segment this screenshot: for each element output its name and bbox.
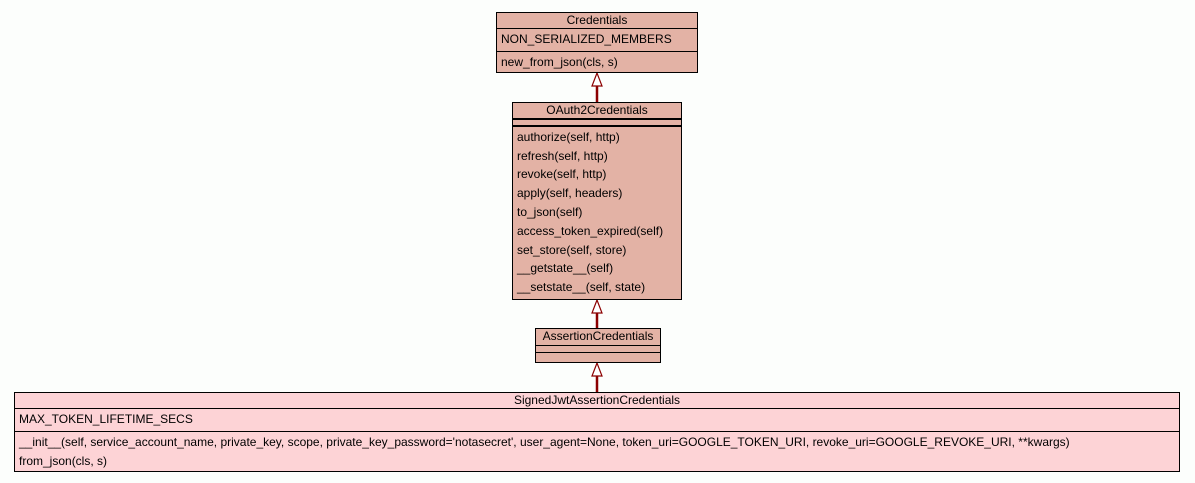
- edge-oauth2-to-credentials: [591, 71, 603, 102]
- class-method: new_from_json(cls, s): [501, 54, 618, 69]
- class-attribute: MAX_TOKEN_LIFETIME_SECS: [19, 412, 193, 426]
- class-method: __setstate__(self, state): [517, 280, 646, 295]
- edge-assertion-to-oauth2: [591, 298, 603, 328]
- class-method: to_json(self): [517, 205, 583, 220]
- inheritance-arrowhead-icon: [591, 71, 603, 87]
- class-method: from_json(cls, s): [19, 453, 108, 468]
- methods-section: __init__(self, service_account_name, pri…: [15, 432, 1179, 473]
- class-method: access_token_expired(self): [517, 223, 664, 238]
- class-method: authorize(self, http): [517, 129, 620, 144]
- inheritance-arrowhead-icon: [591, 298, 603, 314]
- class-attribute: NON_SERIALIZED_MEMBERS: [501, 32, 672, 46]
- class-method: refresh(self, http): [517, 148, 608, 163]
- class-name: Credentials: [497, 13, 697, 29]
- class-method: __getstate__(self): [517, 261, 614, 276]
- attributes-section: [513, 120, 681, 127]
- class-signedjwtassertioncredentials[interactable]: SignedJwtAssertionCredentials MAX_TOKEN_…: [14, 392, 1180, 472]
- attributes-section: [536, 346, 660, 353]
- class-method: set_store(self, store): [517, 242, 627, 257]
- class-assertioncredentials[interactable]: AssertionCredentials: [535, 328, 661, 363]
- inheritance-arrowhead-icon: [591, 361, 603, 377]
- methods-section: authorize(self, http) refresh(self, http)…: [513, 127, 681, 299]
- methods-section: [536, 353, 660, 362]
- class-name: OAuth2Credentials: [513, 103, 681, 120]
- class-method: __init__(self, service_account_name, pri…: [19, 434, 1070, 449]
- class-oauth2credentials[interactable]: OAuth2Credentials authorize(self, http) r…: [512, 102, 682, 300]
- attributes-section: NON_SERIALIZED_MEMBERS: [497, 29, 697, 52]
- class-credentials[interactable]: Credentials NON_SERIALIZED_MEMBERS new_f…: [496, 12, 698, 73]
- attributes-section: MAX_TOKEN_LIFETIME_SECS: [15, 409, 1179, 432]
- edge-signedjwt-to-assertion: [591, 361, 603, 392]
- class-method: revoke(self, http): [517, 167, 607, 182]
- class-name: SignedJwtAssertionCredentials: [15, 393, 1179, 409]
- class-name: AssertionCredentials: [536, 329, 660, 346]
- class-method: apply(self, headers): [517, 186, 623, 201]
- methods-section: new_from_json(cls, s): [497, 52, 697, 74]
